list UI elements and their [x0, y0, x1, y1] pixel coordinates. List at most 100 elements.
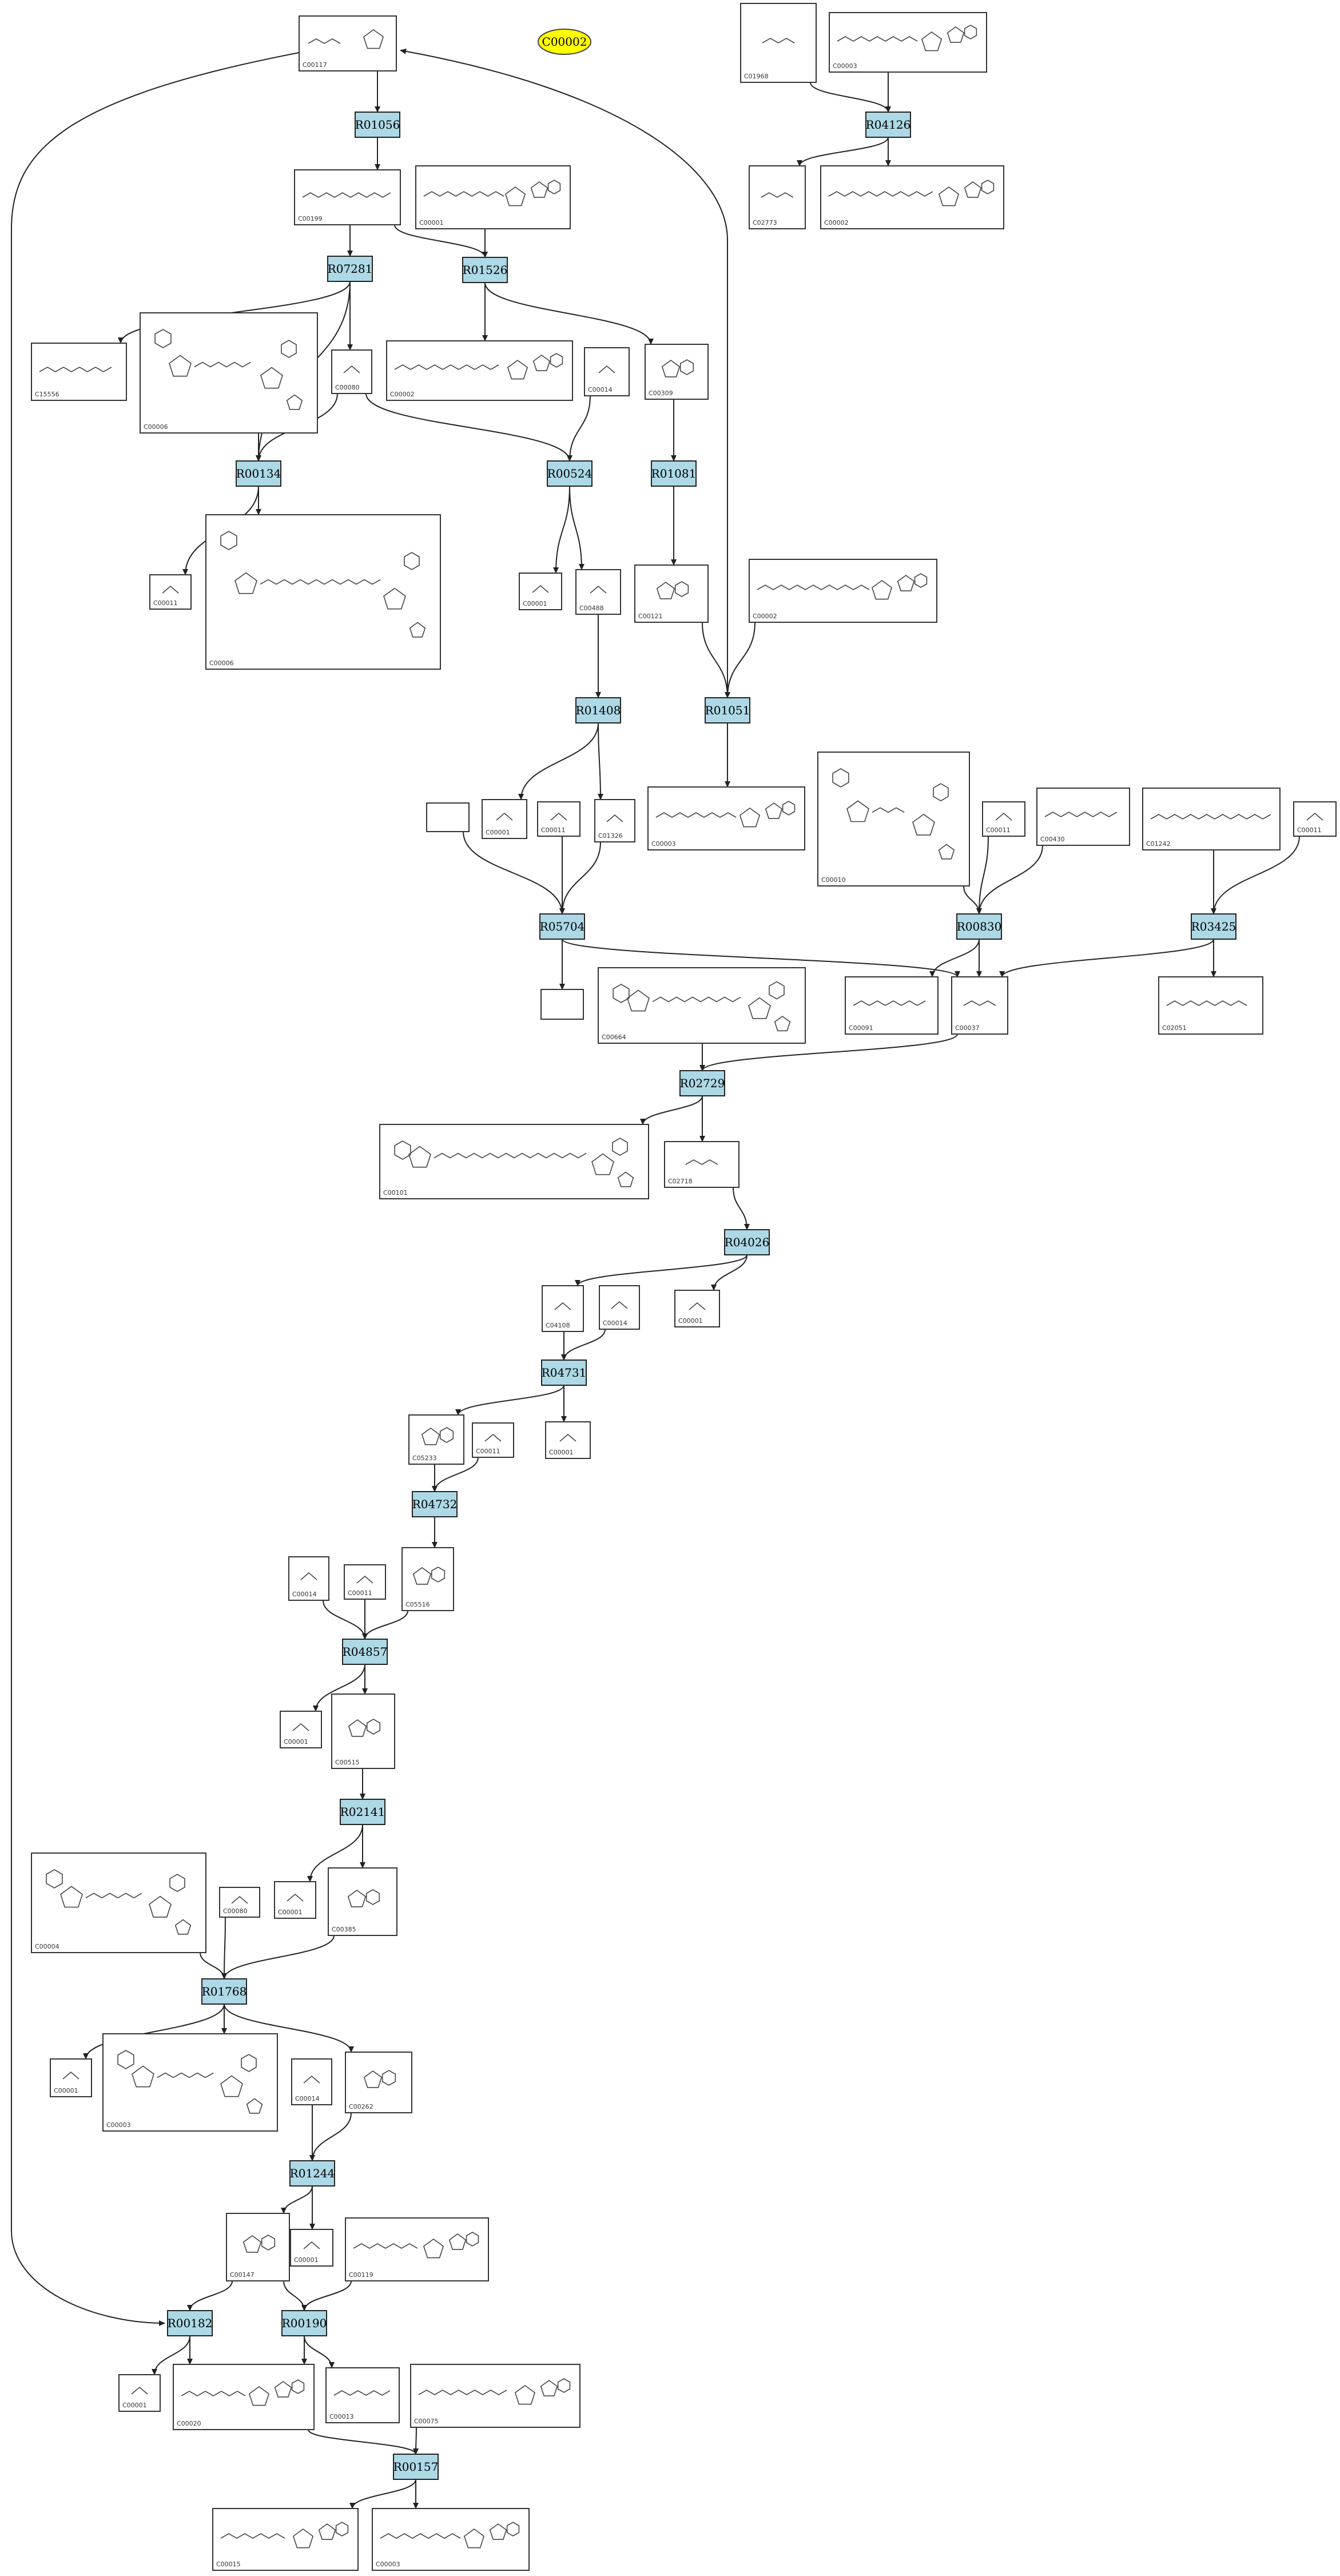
- compound-node[interactable]: C00147: [226, 2213, 290, 2281]
- reaction-node[interactable]: R03425: [1191, 913, 1236, 940]
- compound-node[interactable]: C00385: [328, 1867, 397, 1936]
- reaction-node[interactable]: R01051: [705, 697, 750, 723]
- reaction-node[interactable]: R01081: [651, 460, 697, 487]
- compound-node[interactable]: C00001: [519, 573, 562, 610]
- compound-node[interactable]: C02718: [664, 1141, 739, 1188]
- reaction-node[interactable]: R04026: [724, 1229, 770, 1255]
- edge-arrow: [725, 622, 756, 698]
- compound-node[interactable]: C00003: [829, 12, 987, 73]
- reaction-node[interactable]: R00190: [281, 2310, 327, 2336]
- compound-node[interactable]: C00003: [647, 786, 805, 850]
- structure-glyph: [348, 1719, 381, 1737]
- compound-node[interactable]: C00091: [845, 976, 939, 1035]
- compound-id-label: C00010: [821, 876, 846, 884]
- compound-node[interactable]: C00014: [291, 2058, 332, 2105]
- compound-node[interactable]: C00119: [345, 2217, 489, 2281]
- reaction-node[interactable]: R00182: [167, 2310, 213, 2336]
- compound-node[interactable]: C00515: [331, 1694, 395, 1769]
- compound-node[interactable]: C00117: [299, 15, 397, 71]
- compound-node[interactable]: C00015: [212, 2508, 359, 2571]
- compound-node[interactable]: C00001: [290, 2229, 333, 2267]
- compound-node[interactable]: C00488: [575, 569, 621, 615]
- reaction-node[interactable]: R07281: [327, 256, 373, 282]
- compound-node[interactable]: C01242: [1142, 788, 1281, 850]
- compound-node[interactable]: C01968: [740, 3, 817, 83]
- compound-node[interactable]: C00002: [749, 559, 937, 623]
- compound-node[interactable]: C00001: [674, 1290, 720, 1327]
- reaction-node[interactable]: R01244: [289, 2160, 335, 2187]
- compound-node[interactable]: C00002: [820, 165, 1004, 229]
- reaction-node[interactable]: R01768: [201, 1978, 247, 2005]
- reaction-node[interactable]: R04857: [342, 1639, 388, 1665]
- structure-glyph: [761, 192, 794, 198]
- compound-node[interactable]: C00080: [219, 1887, 260, 1918]
- compound-node[interactable]: C05516: [401, 1547, 454, 1611]
- compound-id-label: C00001: [419, 219, 444, 226]
- compound-node[interactable]: [540, 989, 584, 1020]
- compound-node[interactable]: C00010: [817, 752, 970, 887]
- structure-glyph: [46, 1869, 192, 1935]
- compound-node[interactable]: C00011: [149, 574, 192, 610]
- compound-node[interactable]: C00011: [537, 801, 580, 837]
- reaction-node[interactable]: R00524: [547, 460, 593, 487]
- compound-node[interactable]: C00011: [982, 801, 1025, 837]
- compound-node[interactable]: C00001: [118, 2374, 161, 2412]
- reaction-id-label: R01526: [463, 263, 508, 277]
- compound-node[interactable]: C00014: [584, 347, 630, 396]
- compound-node[interactable]: C00001: [50, 2058, 92, 2097]
- compound-node[interactable]: C00003: [102, 2033, 278, 2132]
- compound-id-label: C02051: [1162, 1024, 1187, 1032]
- compound-node[interactable]: C05233: [408, 1414, 464, 1465]
- compound-node[interactable]: C00037: [951, 976, 1008, 1035]
- compound-node[interactable]: C00001: [274, 1881, 316, 1919]
- compound-node[interactable]: C00001: [415, 165, 571, 229]
- compound-node[interactable]: C00121: [634, 565, 709, 623]
- reaction-node[interactable]: R04126: [865, 112, 911, 138]
- compound-node[interactable]: C00002: [386, 340, 573, 401]
- edge-arrow: [224, 2003, 354, 2053]
- compound-node[interactable]: C04108: [542, 1285, 584, 1332]
- compound-node[interactable]: C00004: [31, 1853, 206, 1953]
- reaction-node[interactable]: R00830: [956, 913, 1002, 940]
- reaction-node[interactable]: R00157: [393, 2454, 439, 2480]
- compound-node[interactable]: C02773: [749, 165, 806, 229]
- compound-node[interactable]: C02051: [1158, 976, 1263, 1035]
- compound-node[interactable]: C00001: [280, 1711, 322, 1748]
- compound-node[interactable]: C00013: [325, 2367, 400, 2423]
- compound-node[interactable]: C00006: [205, 514, 441, 670]
- reaction-node[interactable]: R05704: [539, 913, 585, 940]
- compound-node[interactable]: C00080: [331, 349, 372, 394]
- reaction-node[interactable]: R04731: [541, 1359, 587, 1386]
- compound-node[interactable]: C00262: [345, 2052, 412, 2113]
- compound-node[interactable]: C00011: [472, 1422, 514, 1458]
- structure-glyph: [423, 180, 561, 206]
- highlight-node[interactable]: C00002: [538, 29, 591, 55]
- reaction-node[interactable]: R01056: [355, 112, 400, 138]
- compound-node[interactable]: C00014: [599, 1285, 640, 1330]
- compound-node[interactable]: C00001: [482, 799, 527, 839]
- compound-node[interactable]: C00014: [288, 1556, 329, 1601]
- reaction-node[interactable]: R02141: [340, 1799, 385, 1825]
- reaction-node[interactable]: R02729: [679, 1070, 725, 1096]
- compound-node[interactable]: C00309: [645, 344, 709, 400]
- compound-node[interactable]: C00006: [140, 312, 318, 434]
- compound-node[interactable]: C00020: [173, 2364, 315, 2430]
- reaction-node[interactable]: R01408: [575, 697, 621, 723]
- compound-node[interactable]: C00011: [344, 1564, 386, 1600]
- compound-node[interactable]: C00199: [294, 169, 401, 225]
- compound-node[interactable]: C00664: [598, 967, 806, 1044]
- reaction-node[interactable]: R04732: [412, 1491, 458, 1517]
- compound-node[interactable]: [426, 802, 470, 832]
- edge-arrow: [929, 939, 980, 977]
- compound-node[interactable]: C00075: [410, 2364, 580, 2428]
- compound-node[interactable]: C00001: [545, 1421, 591, 1459]
- compound-node[interactable]: C00430: [1036, 788, 1130, 846]
- compound-node[interactable]: C00003: [372, 2508, 530, 2571]
- reaction-node[interactable]: R01526: [462, 257, 508, 283]
- compound-node[interactable]: C00011: [1293, 801, 1337, 837]
- compound-node[interactable]: C00101: [379, 1124, 649, 1199]
- compound-id-label: C00006: [144, 423, 168, 431]
- reaction-node[interactable]: R00134: [236, 460, 281, 487]
- compound-node[interactable]: C01326: [594, 799, 635, 842]
- compound-node[interactable]: C15556: [31, 343, 127, 401]
